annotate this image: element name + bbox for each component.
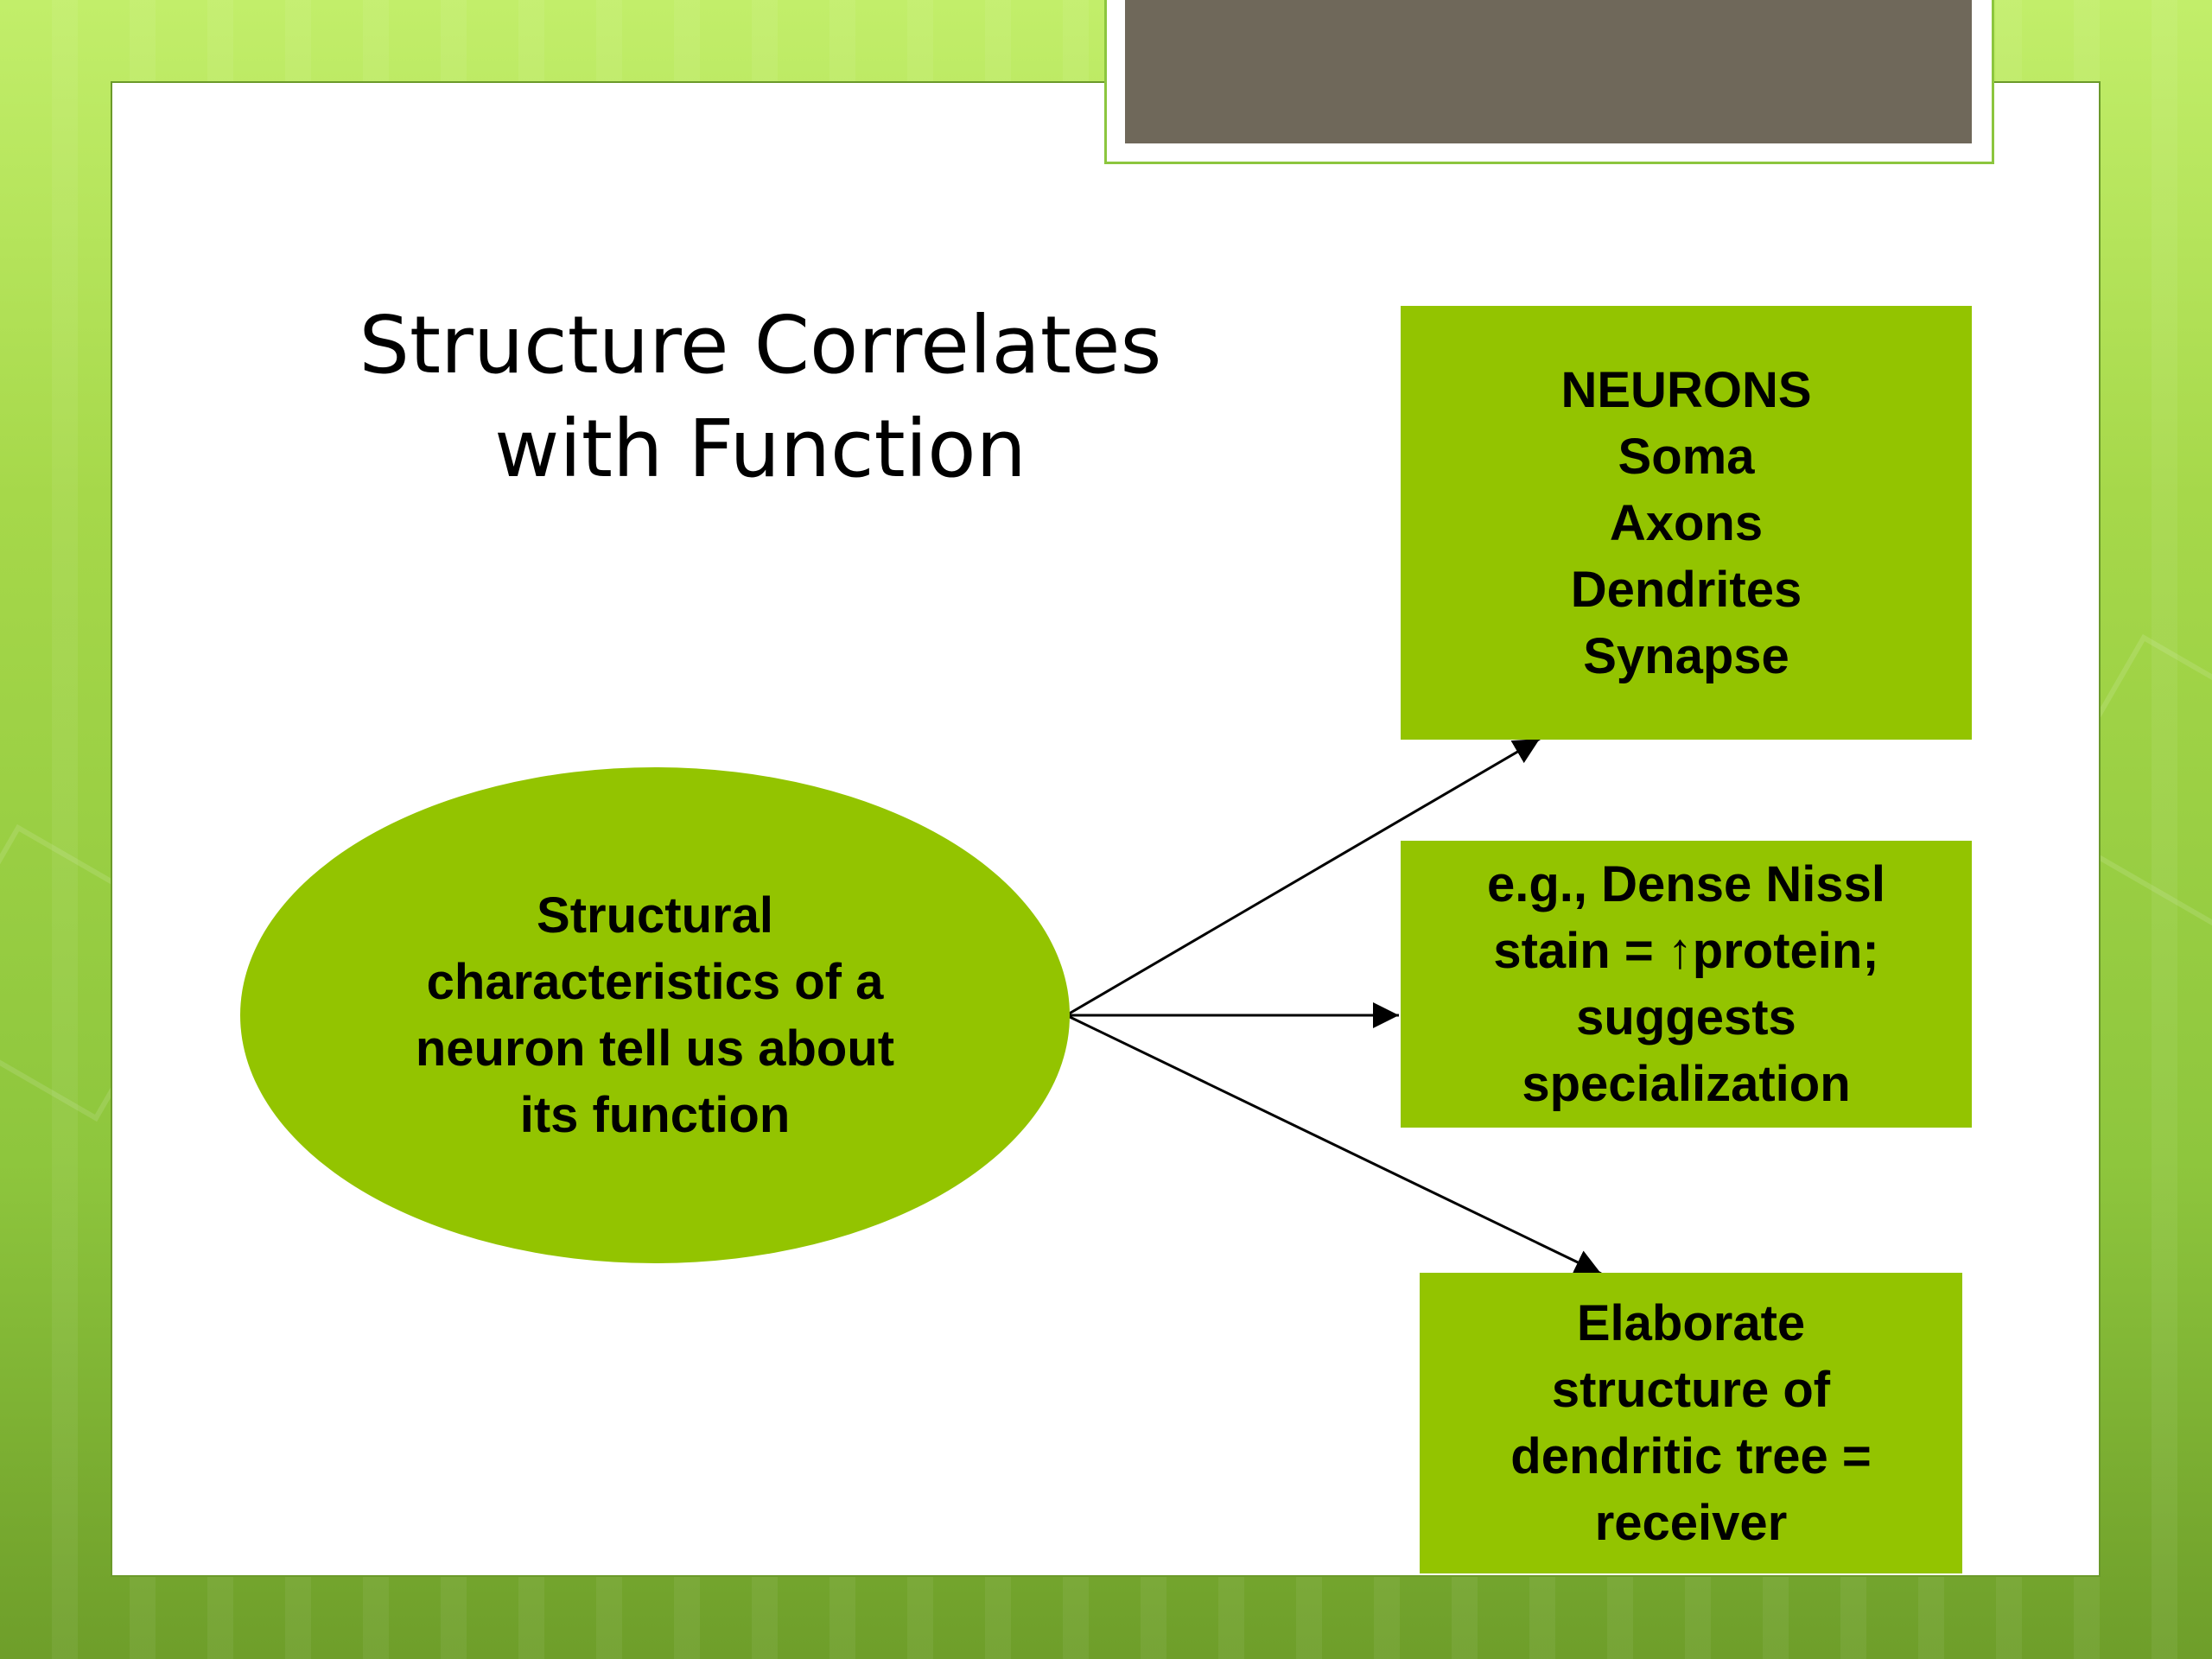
central-concept-line: its function bbox=[519, 1087, 791, 1143]
title-line-1: Structure Correlates bbox=[359, 299, 1162, 391]
central-concept-ellipse: Structural characteristics of a neuron t… bbox=[240, 767, 1070, 1263]
neurons-box-text: NEURONS Soma Axons Dendrites Synapse bbox=[1560, 357, 1811, 690]
nissl-stain-box-text: e.g., Dense Nissl stain = ↑protein; sugg… bbox=[1487, 851, 1885, 1117]
nissl-stain-box-line: specialization bbox=[1522, 1056, 1851, 1112]
neurons-box-line: Dendrites bbox=[1570, 561, 1802, 618]
neurons-box-line: NEURONS bbox=[1560, 361, 1812, 418]
title-line-2: with Function bbox=[494, 403, 1027, 495]
neurons-box-line: Soma bbox=[1618, 428, 1755, 485]
central-concept-line: Structural bbox=[537, 887, 773, 944]
central-concept-text: Structural characteristics of a neuron t… bbox=[370, 882, 940, 1148]
nissl-stain-box-line: e.g., Dense Nissl bbox=[1487, 856, 1885, 912]
dendritic-tree-box: Elaborate structure of dendritic tree = … bbox=[1420, 1273, 1962, 1573]
central-concept-line: characteristics of a bbox=[426, 954, 884, 1010]
slide-title: Structure Correlates with Function bbox=[294, 294, 1227, 501]
neurons-box-line: Axons bbox=[1609, 494, 1764, 551]
central-concept-line: neuron tell us about bbox=[415, 1020, 895, 1077]
dendritic-tree-box-text: Elaborate structure of dendritic tree = … bbox=[1510, 1290, 1871, 1556]
dendritic-tree-box-line: receiver bbox=[1594, 1495, 1788, 1551]
dendritic-tree-box-line: Elaborate bbox=[1576, 1295, 1806, 1351]
nissl-stain-box-line: stain = ↑protein; bbox=[1493, 923, 1879, 979]
title-tab-placeholder bbox=[1125, 0, 1972, 143]
dendritic-tree-box-line: structure of bbox=[1551, 1362, 1831, 1418]
nissl-stain-box-line: suggests bbox=[1576, 989, 1796, 1046]
neurons-box: NEURONS Soma Axons Dendrites Synapse bbox=[1401, 306, 1972, 740]
nissl-stain-box: e.g., Dense Nissl stain = ↑protein; sugg… bbox=[1401, 841, 1972, 1128]
dendritic-tree-box-line: dendritic tree = bbox=[1510, 1428, 1872, 1484]
neurons-box-line: Synapse bbox=[1583, 627, 1789, 684]
